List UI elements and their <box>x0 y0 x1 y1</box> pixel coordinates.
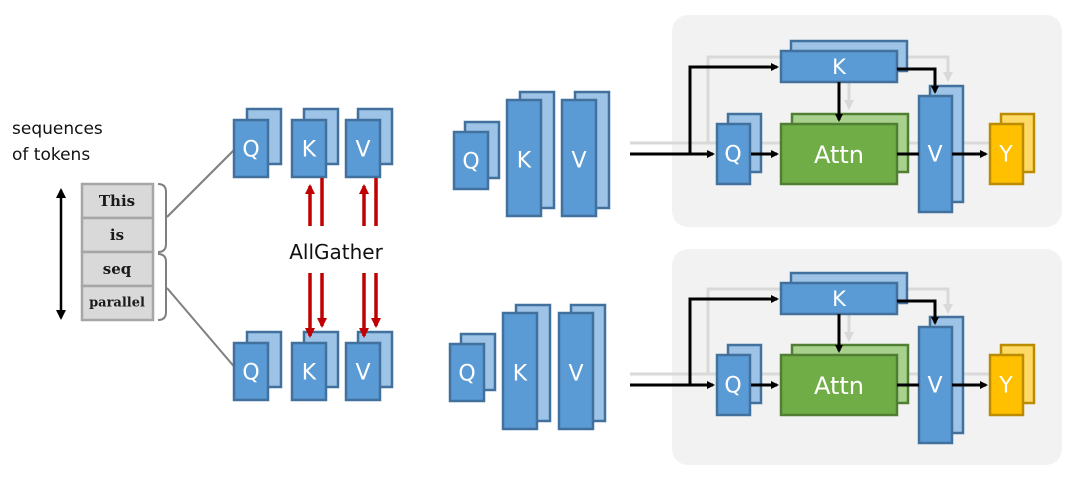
attn-label: Attn <box>814 141 864 169</box>
v-block <box>560 98 598 218</box>
v-label: V <box>927 143 942 168</box>
connector-bottom <box>166 287 238 371</box>
local-qkv-top: Q K V <box>232 107 394 179</box>
attention-panel-bottom: K Q Attn V Y <box>630 249 1062 465</box>
v-label: V <box>571 149 586 174</box>
v-label: V <box>355 138 370 163</box>
k-to-v-arrow <box>897 299 939 325</box>
v-block <box>344 341 382 402</box>
y-label: Y <box>998 374 1013 399</box>
v-label: V <box>355 361 370 386</box>
sequence-caption: sequences of tokens <box>12 119 103 165</box>
attn-label: Attn <box>814 372 864 400</box>
q-label: Q <box>724 143 741 168</box>
q-block <box>452 130 490 191</box>
k-block <box>290 341 328 402</box>
attn-block <box>779 353 899 417</box>
local-qkv-bottom: Q K V <box>232 330 394 402</box>
k-block <box>505 98 543 218</box>
gathered-qkv-top: Q K V <box>452 90 611 218</box>
q-label: Q <box>724 374 741 399</box>
connector-top <box>166 146 238 218</box>
token-text: parallel <box>89 296 145 311</box>
v-block <box>344 118 382 179</box>
k-label: K <box>513 362 528 387</box>
v-block <box>557 311 595 431</box>
k-label: K <box>517 149 532 174</box>
q-label: Q <box>242 361 259 386</box>
attention-panel-top: K Q Attn V Y <box>630 15 1062 227</box>
token-cell <box>80 284 155 322</box>
k-label: K <box>832 287 847 311</box>
k-label: K <box>302 361 317 386</box>
caption-line-2: of tokens <box>12 145 90 165</box>
y-block <box>988 353 1025 417</box>
brace-bottom <box>157 253 167 321</box>
token-text: This <box>99 192 135 210</box>
allgather-label: AllGather <box>289 240 383 264</box>
y-label: Y <box>998 143 1013 168</box>
k-block <box>779 281 899 316</box>
q-block <box>232 118 270 179</box>
k-block <box>290 118 328 179</box>
k-label: K <box>302 138 317 163</box>
k-to-v-arrow <box>897 67 939 94</box>
k-block <box>501 311 539 431</box>
q-block <box>448 342 486 403</box>
v-label: V <box>568 362 583 387</box>
brace-top <box>157 183 167 253</box>
allgather-arrows <box>305 178 381 338</box>
caption-line-1: sequences <box>12 119 103 139</box>
q-label: Q <box>458 362 475 387</box>
q-block <box>715 353 752 417</box>
q-block <box>715 122 752 186</box>
token-stack: This is seq parallel <box>80 182 155 322</box>
gathered-qkv-bottom: Q K V <box>448 303 607 431</box>
attn-block <box>779 122 899 186</box>
v-label: V <box>927 374 942 399</box>
q-label: Q <box>242 138 259 163</box>
y-block <box>988 122 1025 186</box>
token-text: is <box>110 226 124 244</box>
q-block <box>232 341 270 402</box>
to-k-arrow <box>688 295 779 385</box>
k-label: K <box>832 55 847 79</box>
token-text: seq <box>103 260 132 278</box>
q-label: Q <box>462 150 479 175</box>
token-cell <box>80 216 155 254</box>
to-k-arrow <box>688 63 779 154</box>
